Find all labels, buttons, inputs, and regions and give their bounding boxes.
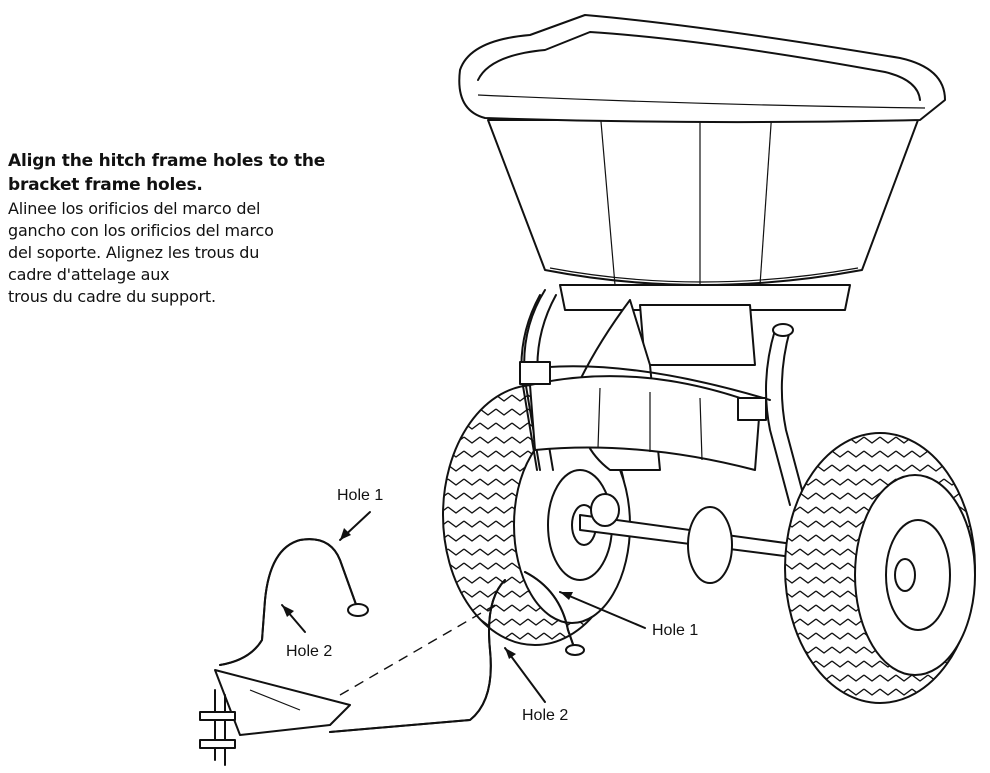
bracket-frame	[329, 571, 585, 733]
alignment-dashed-line	[339, 604, 496, 696]
instruction-text-line-1: Alinee los orificios del marco del	[8, 199, 261, 218]
hitch-hole-1-label: Hole 1	[337, 487, 384, 504]
instruction-title-line-2: bracket frame holes.	[8, 175, 203, 195]
hitch-frame	[199, 538, 369, 766]
instruction-title-line-1: Align the hitch frame holes to the	[8, 151, 326, 171]
impeller-shield	[519, 361, 771, 471]
left-wheel	[442, 384, 631, 646]
instruction-text-line-3: del soporte. Alignez les trous du	[8, 243, 260, 262]
right-wheel	[784, 432, 976, 704]
instruction-block: Align the hitch frame holes to the brack…	[8, 150, 368, 308]
bracket-hole-2-label: Hole 2	[522, 707, 569, 724]
instruction-text-line-4: cadre d'attelage aux	[8, 265, 170, 284]
hitch-hole-2-label: Hole 2	[286, 643, 333, 660]
leader-arrows	[281, 511, 646, 703]
instruction-text-line-5: trous du cadre du support.	[8, 287, 216, 306]
hopper	[458, 14, 946, 290]
axle	[579, 493, 801, 584]
bracket-hole-1-label: Hole 1	[652, 622, 699, 639]
instruction-text-line-2: gancho con los orificios del marco	[8, 221, 274, 240]
